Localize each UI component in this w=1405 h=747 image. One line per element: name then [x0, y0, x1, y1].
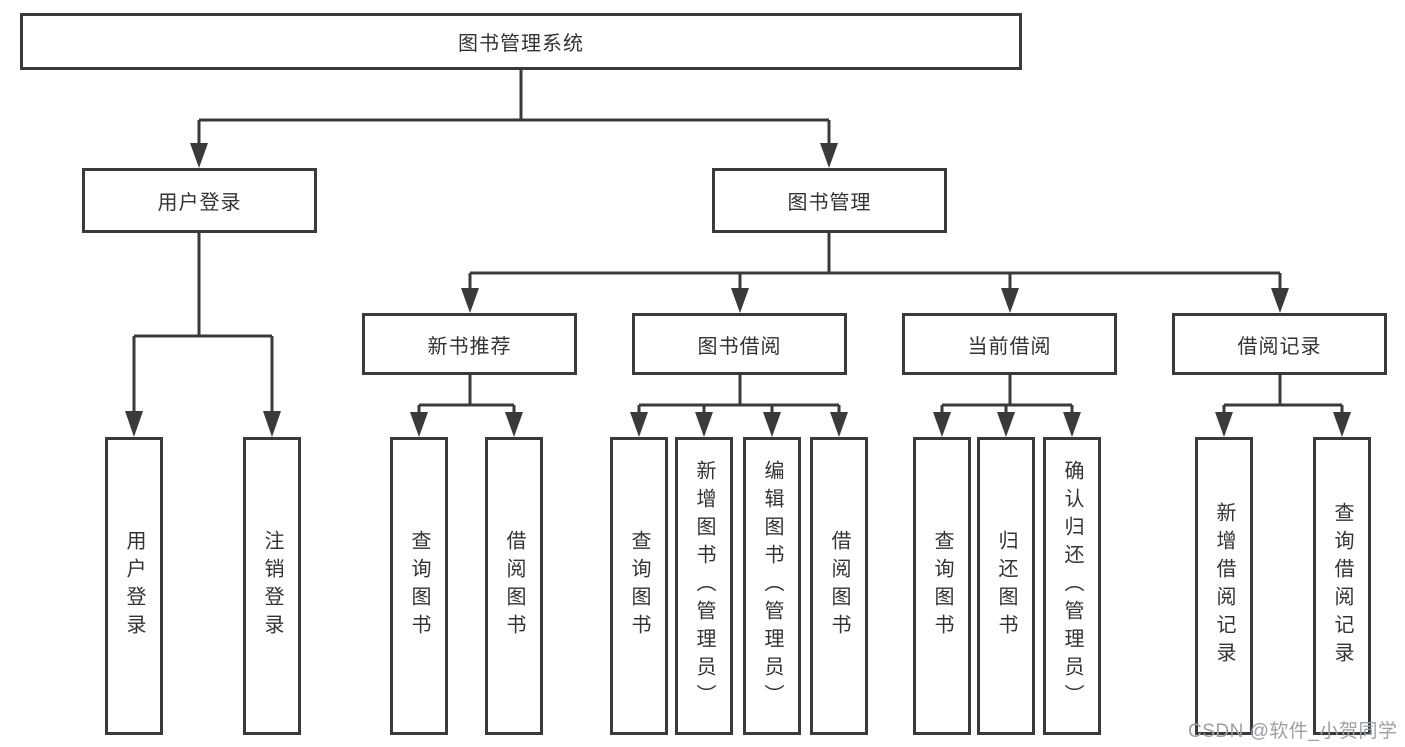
leaf-label: 查询图书	[628, 530, 650, 642]
csdn-watermark: CSDN @软件_小贺同学	[1188, 721, 1398, 742]
leaf-logout: 注销登录	[243, 437, 301, 735]
leaf-add-books-admin: 新增图书（管理员）	[675, 437, 733, 735]
leaf-borrow-books-1: 借阅图书	[485, 437, 543, 735]
leaf-label: 新增借阅记录	[1213, 502, 1235, 670]
leaf-label: 编辑图书（管理员）	[761, 460, 783, 712]
node-current-borrow: 当前借阅	[902, 313, 1117, 375]
leaf-label: 确认归还（管理员）	[1061, 460, 1083, 712]
leaf-query-books-1: 查询图书	[390, 437, 448, 735]
node-book-borrow-label: 图书借阅	[697, 335, 782, 358]
leaf-query-books-2: 查询图书	[610, 437, 668, 735]
node-book-mgmt: 图书管理	[712, 168, 947, 233]
leaf-add-borrow-record: 新增借阅记录	[1195, 437, 1253, 735]
node-user-login: 用户登录	[82, 168, 317, 233]
leaf-label: 借阅图书	[503, 530, 525, 642]
leaf-label: 查询图书	[931, 530, 953, 642]
node-new-book-rec: 新书推荐	[362, 313, 577, 375]
node-root: 图书管理系统	[20, 13, 1022, 70]
leaf-confirm-return-admin: 确认归还（管理员）	[1043, 437, 1101, 735]
node-book-borrow: 图书借阅	[632, 313, 847, 375]
node-user-login-label: 用户登录	[157, 192, 242, 214]
node-book-mgmt-label: 图书管理	[787, 192, 872, 214]
leaf-label: 查询借阅记录	[1331, 502, 1353, 670]
leaf-label: 新增图书（管理员）	[693, 460, 715, 712]
leaf-label: 借阅图书	[828, 530, 850, 642]
leaf-label: 归还图书	[995, 530, 1017, 642]
leaf-edit-books-admin: 编辑图书（管理员）	[743, 437, 801, 735]
leaf-return-books: 归还图书	[977, 437, 1035, 735]
node-borrow-records-label: 借阅记录	[1237, 335, 1322, 358]
leaf-query-borrow-record: 查询借阅记录	[1313, 437, 1371, 735]
leaf-label: 用户登录	[123, 530, 145, 642]
leaf-borrow-books-2: 借阅图书	[810, 437, 868, 735]
leaf-user-login: 用户登录	[105, 437, 163, 735]
leaf-label: 注销登录	[261, 530, 283, 642]
node-current-borrow-label: 当前借阅	[967, 335, 1052, 358]
leaf-query-books-3: 查询图书	[913, 437, 971, 735]
node-new-book-rec-label: 新书推荐	[427, 335, 512, 358]
node-root-label: 图书管理系统	[458, 33, 584, 55]
leaf-label: 查询图书	[408, 530, 430, 642]
node-borrow-records: 借阅记录	[1172, 313, 1387, 375]
arrowheads	[125, 143, 1351, 437]
